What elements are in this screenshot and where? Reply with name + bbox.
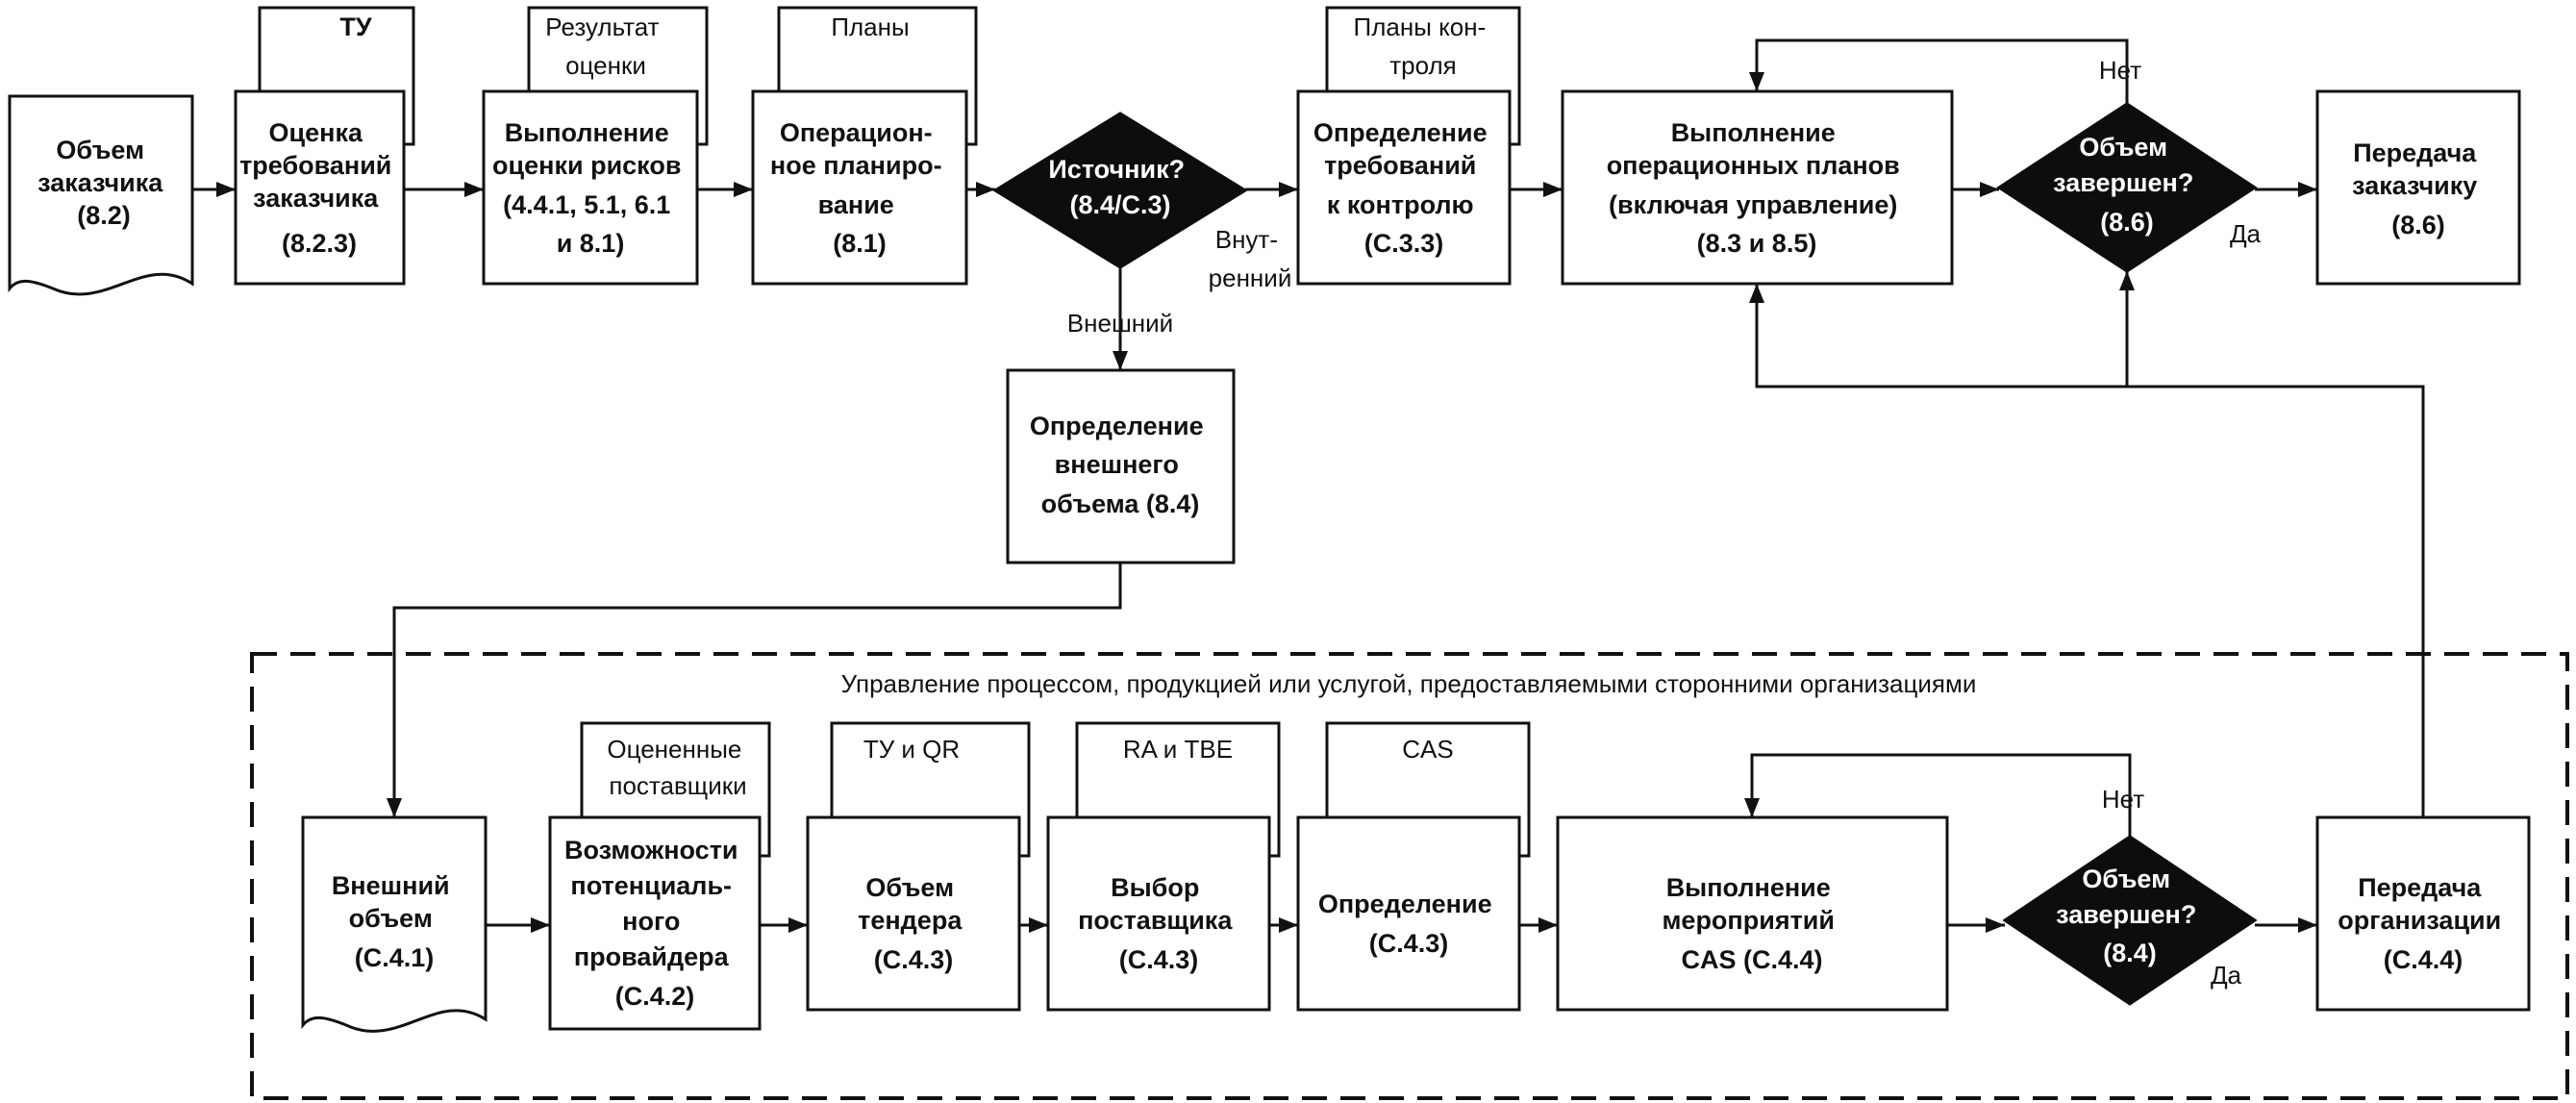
svg-text:Планы кон- троля: Планы кон- троля bbox=[1354, 13, 1493, 80]
svg-text:Выполнение мероприятий: Выполнение мероприятий CAS (С.4.4) bbox=[1662, 873, 1841, 974]
customer-scope-text: Объем заказчика (8.2) bbox=[38, 136, 170, 230]
svg-text:Результат оценки: Результат оценки bbox=[545, 13, 665, 80]
execute-plans-box: Выполнение операционных планов (включая … bbox=[1561, 89, 1954, 286]
svg-text:Операцион- ное планиро-: Операцион- ное планиро- вание (8.1) bbox=[770, 118, 949, 258]
svg-text:Внешний объем (С.4: Внешний объем (С.4.1) bbox=[332, 871, 457, 972]
svg-text:Определение требований: Определение требований к контролю (С.3.3… bbox=[1313, 118, 1494, 258]
svg-text:Объем завершен? (8: Объем завершен? (8.6) bbox=[2053, 133, 2201, 237]
yes-label-bottom: Да bbox=[2211, 961, 2242, 990]
source-decision-diamond: Источник? (8.4/С.3) bbox=[992, 112, 1248, 269]
provider-capabilities-box: Возможности потенциаль- ного провайдера … bbox=[548, 815, 762, 1031]
no-label-bottom: Нет bbox=[2102, 785, 2144, 814]
svg-text:Возможности потенциаль-: Возможности потенциаль- ного провайдера … bbox=[564, 836, 745, 1011]
risk-assessment-box: Выполнение оценки рисков (4.4.1, 5.1, 6.… bbox=[482, 89, 699, 286]
top-connectors bbox=[192, 38, 2425, 817]
scope-complete-decision-bottom: Объем завершен? (8.4) bbox=[2002, 835, 2258, 1006]
external-management-group bbox=[250, 652, 2569, 1100]
internal-label: Внут- ренний bbox=[1209, 225, 1292, 292]
customer-scope-document: Объем заказчика (8.2) bbox=[8, 94, 194, 296]
svg-text:ТУ: ТУ bbox=[339, 13, 372, 41]
svg-text:Оценка требований: Оценка требований заказчика (8.2.3) bbox=[239, 118, 399, 258]
scope-complete-decision-top: Объем завершен? (8.6) bbox=[1996, 102, 2258, 273]
svg-text:Планы: Планы bbox=[831, 13, 909, 41]
svg-text:RA и TBE: RA и TBE bbox=[1123, 735, 1233, 764]
svg-text:Источник? (8.4/С.3): Источник? (8.4/С.3) bbox=[1048, 155, 1191, 219]
deliver-customer-box: Передача заказчику (8.6) bbox=[2315, 89, 2521, 286]
svg-text:Определение (С.4.3): Определение (С.4.3) bbox=[1318, 890, 1499, 958]
group-title: Управление процессом, продукцией или усл… bbox=[841, 669, 1977, 698]
external-scope-definition-box: Определение внешнего объема (8.4) bbox=[1006, 368, 1236, 564]
svg-text:ТУ и QR: ТУ и QR bbox=[863, 735, 960, 764]
yes-label-top: Да bbox=[2230, 219, 2262, 248]
execute-cas-box: Выполнение мероприятий CAS (С.4.4) bbox=[1556, 815, 1949, 1012]
svg-text:CAS: CAS bbox=[1402, 735, 1453, 764]
svg-text:Передача заказчику: Передача заказчику (8.6) bbox=[2352, 138, 2485, 239]
tender-scope-box: Объем тендера (С.4.3) bbox=[806, 815, 1021, 1012]
external-scope-document: Внешний объем (С.4.1) bbox=[301, 815, 488, 1033]
svg-text:Объем завершен? (8: Объем завершен? (8.4) bbox=[2056, 865, 2204, 967]
bottom-connectors bbox=[486, 753, 2317, 933]
svg-text:Объем тендера (С.4: Объем тендера (С.4.3) bbox=[858, 873, 969, 974]
svg-text:Выполнение оценки рисков: Выполнение оценки рисков (4.4.1, 5.1, 6.… bbox=[492, 118, 688, 258]
supplier-selection-box: Выбор поставщика (С.4.3) bbox=[1046, 815, 1271, 1012]
svg-text:Определение внешнего: Определение внешнего объема (8.4) bbox=[1030, 412, 1211, 518]
svg-text:Оцененные поставщики: Оцененные поставщики bbox=[607, 735, 748, 800]
svg-text:Передача организации: Передача организации (С.4.4) bbox=[2338, 873, 2509, 974]
no-label-top: Нет bbox=[2099, 56, 2141, 85]
svg-text:Выбор поставщика (: Выбор поставщика (С.4.3) bbox=[1078, 873, 1239, 974]
assess-requirements-box: Оценка требований заказчика (8.2.3) bbox=[234, 89, 406, 286]
control-requirements-box: Определение требований к контролю (С.3.3… bbox=[1296, 89, 1512, 286]
operational-planning-box: Операцион- ное планиро- вание (8.1) bbox=[751, 89, 968, 286]
transfer-organization-box: Передача организации (С.4.4) bbox=[2315, 815, 2531, 1012]
svg-text:Выполнение операционных: Выполнение операционных планов (включая … bbox=[1607, 118, 1908, 258]
definition-box: Определение (С.4.3) bbox=[1296, 815, 1521, 1012]
